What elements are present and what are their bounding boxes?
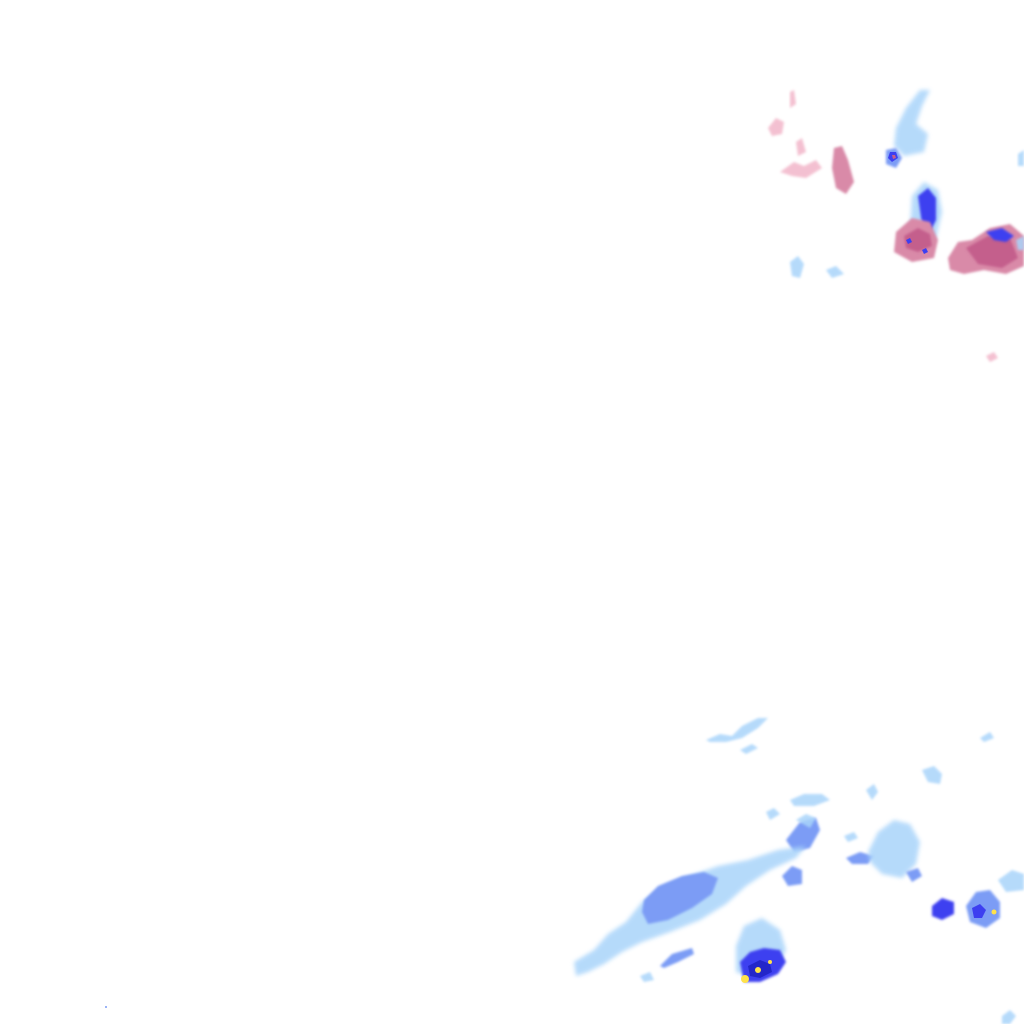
- rain-core-echo: [991, 909, 997, 915]
- mix-light-echo: [790, 90, 796, 108]
- rain-light-echo: [1018, 150, 1024, 166]
- rain-light-echo: [796, 814, 816, 828]
- rain-light-echo: [1002, 1010, 1016, 1024]
- rain-moderate-echo: [846, 852, 874, 864]
- rain-light-echo: [980, 732, 994, 742]
- rain-light-echo: [866, 784, 878, 800]
- mix-heavy-echo: [904, 228, 932, 252]
- mix-light-echo: [780, 160, 822, 178]
- rain-heavy-echo: [932, 898, 954, 920]
- mix-light-echo: [986, 352, 998, 362]
- rain-cluster-south: [574, 718, 1024, 1024]
- rain-light-echo: [922, 766, 942, 784]
- rain-light-echo: [740, 744, 758, 754]
- rain-light-echo: [998, 870, 1024, 892]
- rain-light-echo: [640, 972, 654, 982]
- rain-core-echo: [768, 960, 772, 964]
- rain-heavy-echo: [986, 228, 1014, 242]
- rain-moderate-echo: [642, 872, 718, 924]
- rain-heavy-echo: [922, 248, 928, 254]
- map-speck: [105, 1006, 107, 1008]
- rain-light-echo: [844, 832, 858, 842]
- rain-light-echo: [766, 808, 780, 820]
- rain-heavy-echo: [906, 238, 912, 244]
- rain-moderate-echo: [906, 868, 922, 882]
- mix-moderate-echo: [832, 146, 854, 194]
- mixed-precip-cluster-north: [768, 90, 1024, 362]
- rain-heavy-echo: [972, 904, 986, 918]
- rain-light-echo: [894, 90, 930, 156]
- rain-light-echo: [706, 718, 768, 742]
- rain-light-echo: [1016, 236, 1024, 250]
- mix-heavy-echo: [966, 236, 1018, 268]
- rain-moderate-echo: [782, 866, 802, 886]
- rain-moderate-echo: [660, 948, 694, 968]
- rain-light-echo: [826, 266, 844, 278]
- rain-light-echo: [790, 794, 830, 806]
- rain-light-echo: [868, 820, 920, 878]
- mix-light-echo: [796, 138, 806, 156]
- rain-light-echo: [574, 846, 806, 976]
- mix-heavy-echo: [892, 155, 896, 159]
- mix-light-echo: [768, 118, 784, 136]
- rain-moderate-echo: [786, 818, 820, 852]
- rain-core-echo: [741, 975, 749, 983]
- rain-light-echo: [790, 256, 804, 278]
- rain-core-echo: [755, 967, 761, 973]
